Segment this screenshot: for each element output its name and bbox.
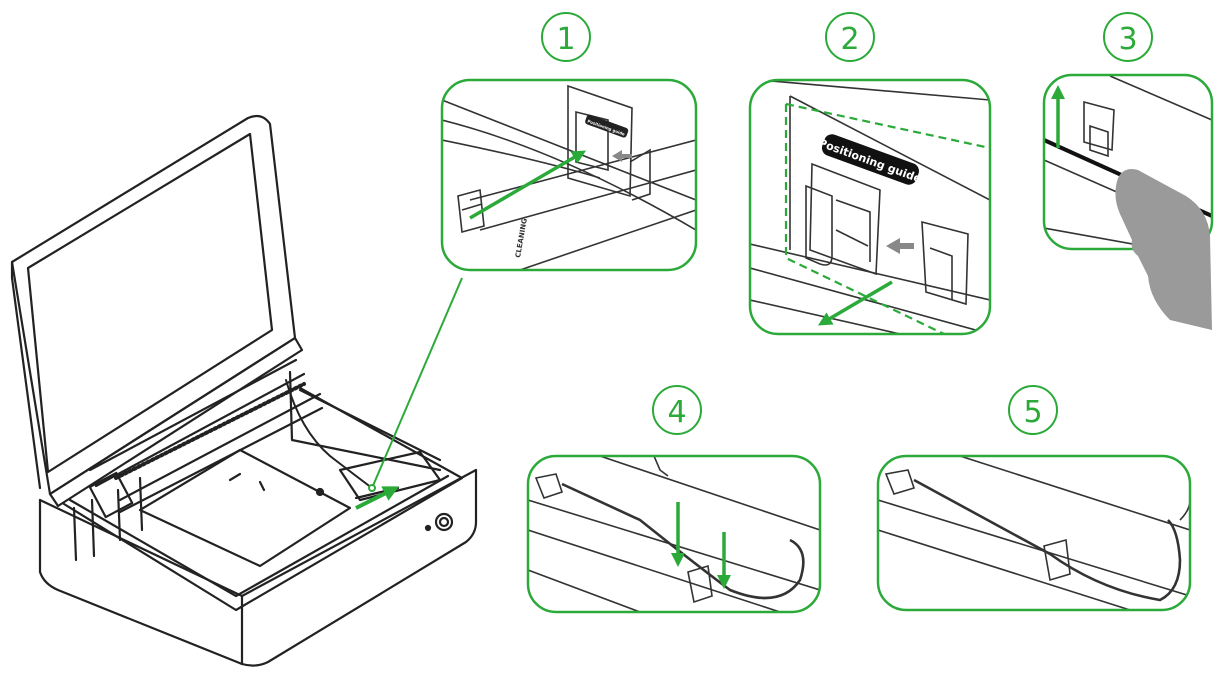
step-1: 1 Positioning guide CLEANING (440, 12, 698, 272)
step-1-detail (442, 84, 696, 270)
step-3: 3 (1042, 12, 1214, 330)
step-1-frame (440, 78, 698, 272)
step-3-badge (1103, 12, 1153, 62)
step-5-number: 5 (1023, 395, 1042, 430)
machine-mark-label: CLEANING (514, 217, 529, 258)
step-5: 5 (876, 385, 1192, 612)
step-2-number: 2 (840, 22, 859, 57)
laser-machine-illustration (10, 114, 478, 667)
step-4-frame (526, 454, 822, 614)
step-2-detail (750, 80, 990, 334)
step-5-detail (878, 456, 1190, 610)
step-2-badge (825, 12, 875, 62)
step-3-frame (1042, 73, 1214, 251)
step-3-number: 3 (1118, 22, 1137, 57)
pointer-line-to-machine (355, 277, 463, 510)
step-4-detail (528, 456, 820, 612)
step-2-guide-label: Positioning guide (817, 136, 923, 185)
step-4-badge (652, 385, 702, 435)
step-1-badge (541, 12, 591, 62)
step-5-badge (1008, 385, 1058, 435)
hand-icon (1115, 169, 1212, 330)
step-5-frame (876, 454, 1192, 612)
step-2: 2 Positioning gui (748, 12, 992, 336)
step-2-frame (748, 78, 992, 336)
step-4: 4 (526, 385, 822, 614)
step-4-number: 4 (667, 395, 686, 430)
step-1-number: 1 (556, 22, 575, 57)
